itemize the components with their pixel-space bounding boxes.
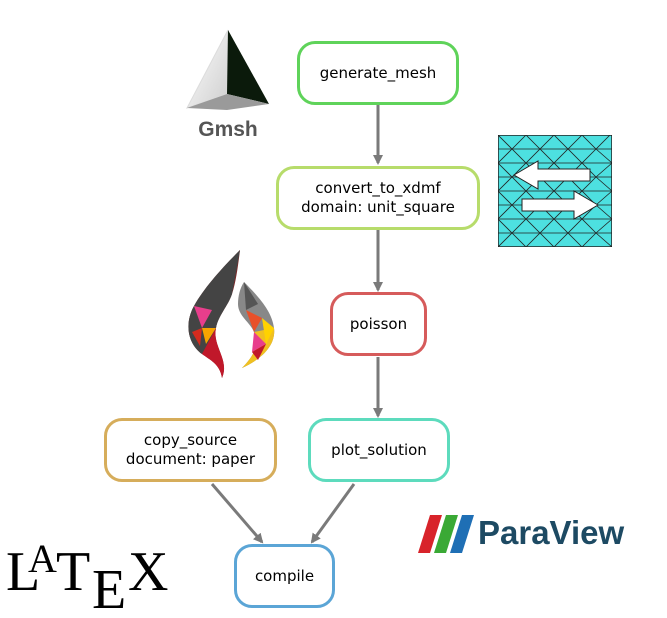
edge-plot-compile [310, 483, 356, 544]
node-generate-mesh[interactable]: generate_mesh [297, 41, 459, 105]
paraview-logo-mark [418, 515, 474, 553]
node-label-line1: copy_source [143, 431, 238, 449]
fenics-flame-logo [188, 250, 275, 378]
gmsh-logo [185, 29, 269, 110]
svg-text:X: X [128, 541, 168, 603]
svg-text:L: L [6, 541, 40, 603]
latex-logo: L A T E X [6, 538, 168, 614]
node-label: plot_solution [331, 440, 427, 459]
node-label: generate_mesh [319, 63, 437, 82]
node-copy-source[interactable]: copy_source document: paper [104, 418, 277, 482]
paraview-logo-text: ParaView [478, 514, 625, 551]
node-label: compile [254, 566, 315, 585]
svg-text:E: E [92, 559, 126, 614]
mesh-arrows-logo [498, 135, 612, 247]
node-convert-to-xdmf[interactable]: convert_to_xdmf domain: unit_square [276, 166, 480, 230]
node-compile[interactable]: compile [234, 544, 335, 608]
edge-copy-compile [210, 483, 264, 544]
svg-text:A: A [28, 538, 57, 581]
node-label-line1: convert_to_xdmf [315, 179, 441, 197]
node-poisson[interactable]: poisson [330, 292, 427, 356]
node-label: poisson [349, 314, 408, 333]
svg-text:T: T [56, 541, 90, 603]
node-plot-solution[interactable]: plot_solution [308, 418, 450, 482]
node-label-line2: document: paper [125, 450, 256, 468]
node-label-line2: domain: unit_square [301, 198, 455, 216]
gmsh-logo-text: Gmsh [198, 118, 258, 141]
